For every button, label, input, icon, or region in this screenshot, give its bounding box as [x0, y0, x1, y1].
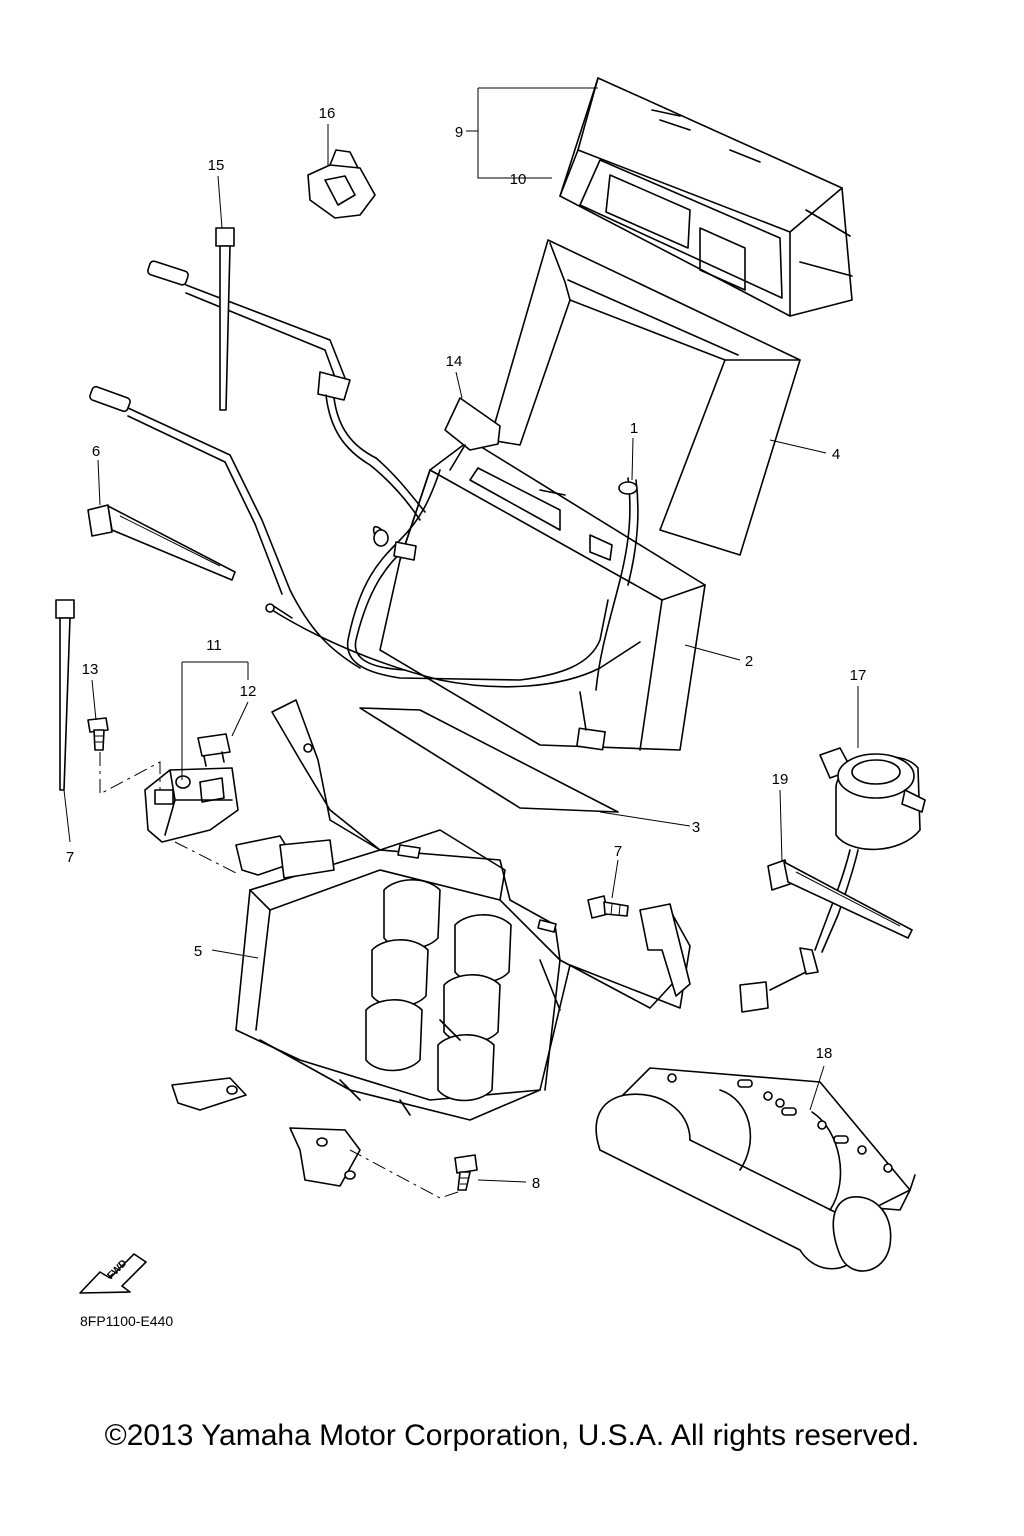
cover-tube	[595, 1067, 916, 1272]
starter-lead	[89, 385, 361, 669]
forward-arrow-icon: FWD	[79, 1253, 147, 1294]
battery-plus-lead	[346, 397, 609, 681]
part-label-3: 3	[692, 819, 700, 836]
part-label-14: 14	[446, 353, 463, 370]
part-labels: 16 9 10 15 14 1 4 6 11 2 13 17 12 19 3 7…	[66, 105, 867, 1192]
part-label-9: 9	[455, 124, 463, 141]
cable-tie-19	[767, 859, 913, 939]
part-label-6: 6	[92, 443, 100, 460]
battery	[379, 439, 706, 751]
battery-cover	[559, 77, 853, 317]
clamp	[307, 149, 376, 219]
battery-box	[171, 699, 691, 1187]
battery-pad	[359, 707, 619, 813]
part-label-2: 2	[745, 653, 753, 670]
part-label-5: 5	[194, 943, 202, 960]
part-label-19: 19	[772, 771, 789, 788]
dc-socket	[739, 747, 926, 1013]
part-label-16: 16	[319, 105, 336, 122]
part-label-15: 15	[208, 157, 225, 174]
part-label-18: 18	[816, 1045, 833, 1062]
alignment-lines	[99, 752, 459, 1199]
drawing-code: 8FP1100-E440	[80, 1313, 173, 1329]
starter-relay	[144, 767, 239, 843]
part-label-17: 17	[850, 667, 867, 684]
bolt-13	[87, 717, 109, 751]
copyright-notice: ©2013 Yamaha Motor Corporation, U.S.A. A…	[104, 1419, 920, 1452]
main-harness-lead	[147, 260, 426, 561]
cable-tie-15	[215, 227, 235, 411]
cable-tie-7-left	[55, 599, 75, 791]
bolt-8	[454, 1154, 478, 1191]
part-label-1: 1	[630, 420, 638, 437]
part-label-11: 11	[206, 637, 222, 654]
part-label-7-right: 7	[614, 843, 622, 860]
part-label-12: 12	[240, 683, 257, 700]
part-label-7-left: 7	[66, 849, 74, 866]
battery-band	[489, 239, 801, 556]
part-label-10: 10	[510, 171, 527, 188]
leader-lines	[63, 87, 859, 1183]
part-label-4: 4	[832, 446, 840, 463]
fuse	[197, 733, 231, 767]
part-label-8: 8	[532, 1175, 540, 1192]
part-label-13: 13	[82, 661, 99, 678]
bolt-7-right	[587, 895, 629, 919]
cable-tie-6	[87, 504, 236, 581]
